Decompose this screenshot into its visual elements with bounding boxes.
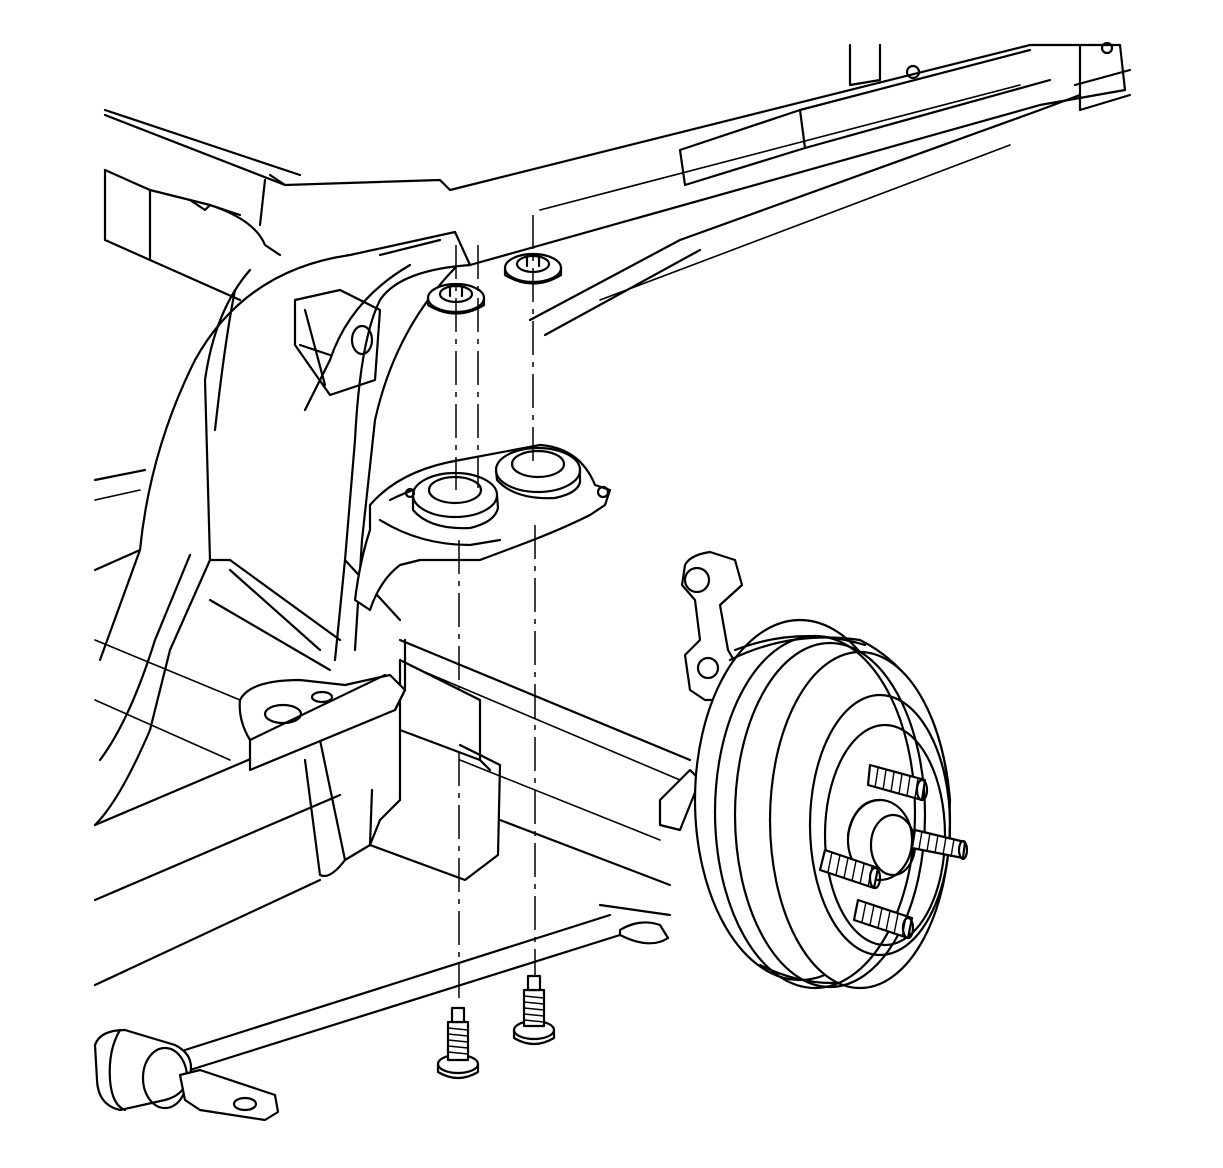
rear-axle-tube — [303, 638, 692, 945]
assembly-centerline — [455, 215, 536, 1005]
wheel-stud — [866, 763, 929, 802]
wheel-stud — [910, 828, 969, 861]
frame-bracket — [238, 638, 407, 772]
wheel-stud — [818, 848, 882, 890]
mounting-bolt — [512, 974, 556, 1046]
axle-bracket — [353, 443, 612, 612]
spindle-knuckle — [658, 550, 747, 832]
frame-rail — [93, 41, 1132, 987]
wheel-stud — [852, 898, 915, 940]
crossmember — [208, 288, 402, 672]
track-bar-bushing — [93, 1028, 280, 1122]
track-bar — [183, 913, 622, 1072]
mounting-bolt — [436, 1006, 480, 1080]
brake-drum — [693, 618, 952, 990]
